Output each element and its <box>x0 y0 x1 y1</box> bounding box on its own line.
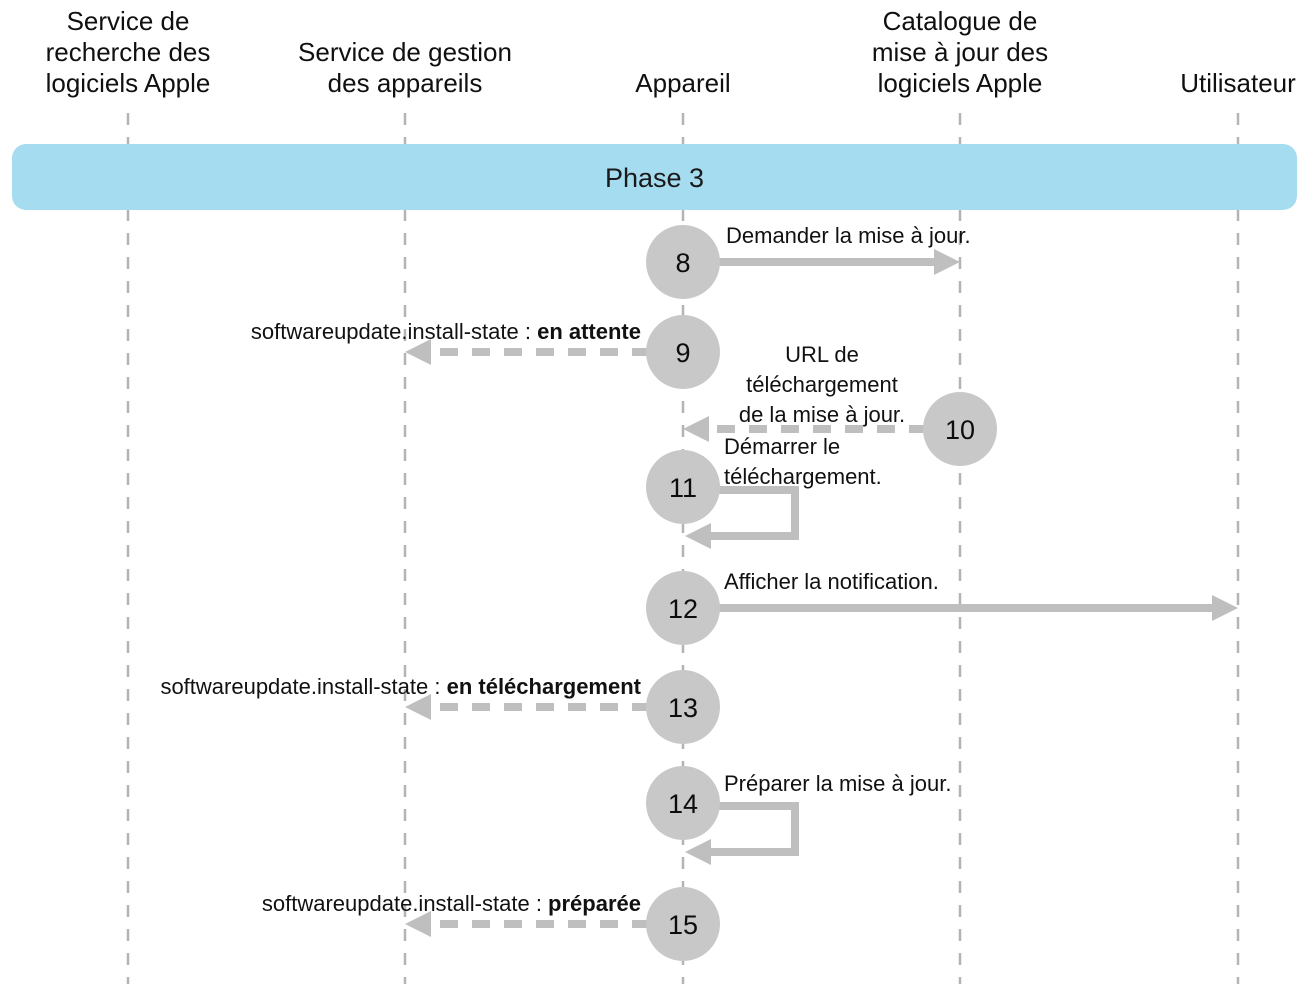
step-8-arrowhead <box>934 249 960 275</box>
step-9-label: softwareupdate.install-state : en attent… <box>251 319 641 344</box>
step-8-label: Demander la mise à jour. <box>726 223 971 248</box>
step-14-arrowhead <box>685 839 711 865</box>
step-12-number: 12 <box>668 594 698 624</box>
lifeline-header-utilisateur: Utilisateur <box>1180 68 1296 98</box>
step-10-circle <box>923 392 997 466</box>
step-14-label: Préparer la mise à jour. <box>724 771 951 796</box>
lifeline-header-appareil: Appareil <box>635 68 730 98</box>
step-13-circle <box>646 670 720 744</box>
step-8-circle <box>646 225 720 299</box>
message-group <box>405 249 1238 937</box>
step-9-circle <box>646 315 720 389</box>
step-15-label: softwareupdate.install-state : préparée <box>262 891 641 916</box>
step-13-number: 13 <box>668 693 698 723</box>
step-13-label: softwareupdate.install-state : en téléch… <box>160 674 641 699</box>
step-12-arrowhead <box>1212 595 1238 621</box>
step-15-number: 15 <box>668 910 698 940</box>
step-12-label: Afficher la notification. <box>724 569 939 594</box>
step-14-number: 14 <box>668 789 698 819</box>
step-14-circle <box>646 766 720 840</box>
step-11-number: 11 <box>669 473 697 503</box>
step-9-arrowhead <box>405 339 431 365</box>
step-15-circle <box>646 887 720 961</box>
step-10-number: 10 <box>945 415 975 445</box>
step-11-arrowhead <box>685 523 711 549</box>
step-12-circle <box>646 571 720 645</box>
step-11-circle <box>646 450 720 524</box>
step-15-arrowhead <box>405 911 431 937</box>
phase-banner-rect <box>12 144 1297 210</box>
step-9-number: 9 <box>675 338 690 368</box>
step-11-self-loop-path <box>711 486 799 540</box>
message-label-group: Demander la mise à jour. softwareupdate.i… <box>160 223 970 916</box>
step-circle-group: 8 9 10 11 12 13 14 15 <box>646 225 997 961</box>
step-10-arrowhead <box>683 416 709 442</box>
phase-banner-label: Phase 3 <box>605 163 704 193</box>
step-8-number: 8 <box>675 248 690 278</box>
step-14-self-loop-path <box>711 802 799 856</box>
phase-banner: Phase 3 <box>12 144 1297 210</box>
step-13-arrowhead <box>405 694 431 720</box>
